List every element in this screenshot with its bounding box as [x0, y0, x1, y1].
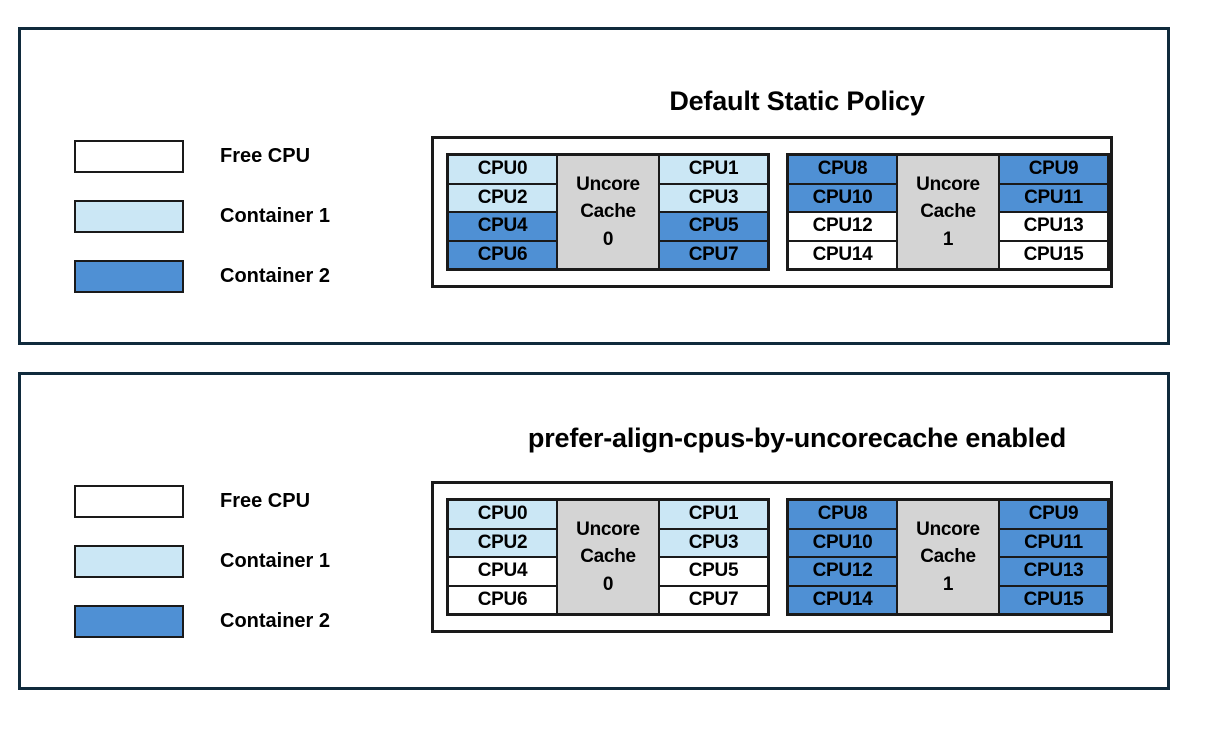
cpu-cell: CPU14	[787, 239, 898, 270]
legend-swatch-container-2	[74, 259, 184, 293]
cpu-cell: CPU10	[787, 527, 898, 558]
legend: Free CPU Container 1 Container 2	[74, 126, 330, 306]
cpu-cell: CPU10	[787, 182, 898, 213]
uncore-label-line2: Cache	[580, 201, 636, 223]
legend: Free CPU Container 1 Container 2	[74, 471, 330, 651]
uncore-label-index: 0	[602, 228, 614, 250]
cpu-cell: CPU7	[658, 239, 769, 270]
cpu-column-left: CPU0 CPU2 CPU4 CPU6	[447, 499, 558, 615]
panel-default-static-policy: Default Static Policy Free CPU Container…	[18, 27, 1170, 345]
legend-swatch-free-cpu	[74, 484, 184, 518]
cpu-cell: CPU6	[447, 584, 558, 615]
cpu-cell: CPU11	[998, 527, 1109, 558]
cpu-cell: CPU9	[998, 499, 1109, 530]
legend-item-container-2: Container 2	[74, 246, 330, 306]
socket-group-0: CPU0 CPU2 CPU4 CPU6 Uncore Cache 0 CPU1 …	[446, 153, 770, 271]
legend-label-container-2: Container 2	[220, 264, 331, 287]
cpu-cell: CPU3	[658, 527, 769, 558]
socket-group-1: CPU8 CPU10 CPU12 CPU14 Uncore Cache 1 CP…	[786, 153, 1110, 271]
legend-item-free-cpu: Free CPU	[74, 126, 330, 186]
uncore-label-line2: Cache	[580, 546, 636, 568]
cpu-cell: CPU4	[447, 211, 558, 242]
uncore-label-line2: Cache	[920, 201, 976, 223]
cpu-cell: CPU12	[787, 211, 898, 242]
cpu-cell: CPU14	[787, 584, 898, 615]
legend-swatch-container-1	[74, 199, 184, 233]
cpu-column-right: CPU1 CPU3 CPU5 CPU7	[658, 154, 769, 270]
legend-label-free-cpu: Free CPU	[220, 144, 311, 167]
cpu-cell: CPU1	[658, 154, 769, 185]
uncore-label-index: 1	[942, 228, 954, 250]
legend-item-free-cpu: Free CPU	[74, 471, 330, 531]
cpu-column-right: CPU1 CPU3 CPU5 CPU7	[658, 499, 769, 615]
uncore-cache-block: Uncore Cache 0	[556, 499, 660, 615]
legend-swatch-container-2	[74, 604, 184, 638]
uncore-cache-block: Uncore Cache 1	[896, 154, 1000, 270]
legend-swatch-free-cpu	[74, 139, 184, 173]
cpu-cell: CPU2	[447, 527, 558, 558]
cpu-cell: CPU5	[658, 556, 769, 587]
legend-label-container-1: Container 1	[220, 549, 331, 572]
cpu-cell: CPU8	[787, 154, 898, 185]
cpu-cell: CPU13	[998, 556, 1109, 587]
cpu-cell: CPU0	[447, 154, 558, 185]
cpu-cell: CPU12	[787, 556, 898, 587]
cpu-cell: CPU13	[998, 211, 1109, 242]
cpu-column-right: CPU9 CPU11 CPU13 CPU15	[998, 499, 1109, 615]
cpu-cell: CPU1	[658, 499, 769, 530]
cpu-cell: CPU6	[447, 239, 558, 270]
page-title: prefer-align-cpus-by-uncorecache enabled	[527, 423, 1067, 453]
legend-item-container-1: Container 1	[74, 186, 330, 246]
cpu-cell: CPU2	[447, 182, 558, 213]
uncore-label-line1: Uncore	[576, 173, 640, 195]
page-title: Default Static Policy	[669, 86, 925, 116]
cpu-cell: CPU0	[447, 499, 558, 530]
legend-swatch-container-1	[74, 544, 184, 578]
cpu-cell: CPU15	[998, 584, 1109, 615]
uncore-cache-block: Uncore Cache 0	[556, 154, 660, 270]
uncore-label-line2: Cache	[920, 546, 976, 568]
socket-group-0: CPU0 CPU2 CPU4 CPU6 Uncore Cache 0 CPU1 …	[446, 498, 770, 616]
cpu-cell: CPU15	[998, 239, 1109, 270]
cpu-cell: CPU8	[787, 499, 898, 530]
cpu-cell: CPU4	[447, 556, 558, 587]
cpu-cell: CPU7	[658, 584, 769, 615]
uncore-label-line1: Uncore	[916, 173, 980, 195]
cpu-column-right: CPU9 CPU11 CPU13 CPU15	[998, 154, 1109, 270]
uncore-label-line1: Uncore	[576, 518, 640, 540]
legend-item-container-2: Container 2	[74, 591, 330, 651]
cpu-column-left: CPU8 CPU10 CPU12 CPU14	[787, 499, 898, 615]
cpu-cell: CPU3	[658, 182, 769, 213]
cpu-cell: CPU11	[998, 182, 1109, 213]
cpu-topology-diagram: CPU0 CPU2 CPU4 CPU6 Uncore Cache 0 CPU1 …	[431, 136, 1113, 288]
uncore-label-line1: Uncore	[916, 518, 980, 540]
legend-label-container-1: Container 1	[220, 204, 331, 227]
uncore-label-index: 0	[602, 573, 614, 595]
cpu-column-left: CPU0 CPU2 CPU4 CPU6	[447, 154, 558, 270]
cpu-column-left: CPU8 CPU10 CPU12 CPU14	[787, 154, 898, 270]
cpu-topology-diagram: CPU0 CPU2 CPU4 CPU6 Uncore Cache 0 CPU1 …	[431, 481, 1113, 633]
uncore-cache-block: Uncore Cache 1	[896, 499, 1000, 615]
uncore-label-index: 1	[942, 573, 954, 595]
legend-item-container-1: Container 1	[74, 531, 330, 591]
cpu-cell: CPU5	[658, 211, 769, 242]
legend-label-container-2: Container 2	[220, 609, 331, 632]
cpu-cell: CPU9	[998, 154, 1109, 185]
panel-prefer-align-cpus-by-uncorecache: prefer-align-cpus-by-uncorecache enabled…	[18, 372, 1170, 690]
socket-group-1: CPU8 CPU10 CPU12 CPU14 Uncore Cache 1 CP…	[786, 498, 1110, 616]
legend-label-free-cpu: Free CPU	[220, 489, 311, 512]
